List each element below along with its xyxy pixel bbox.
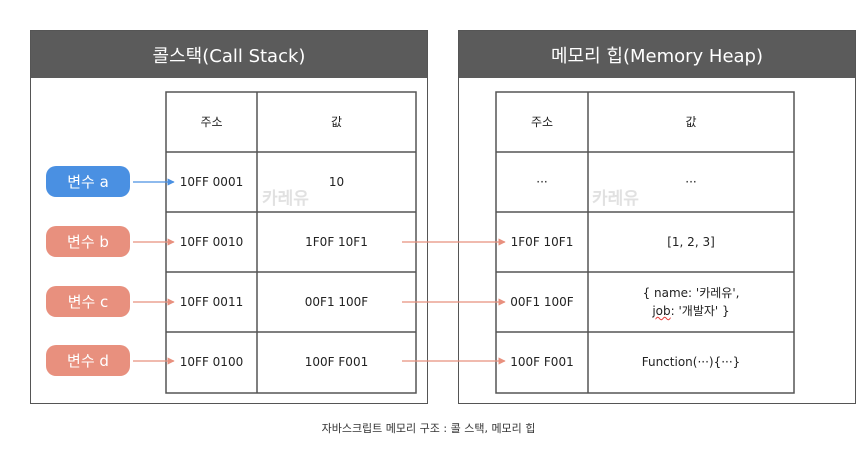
memory-heap-value-3-line2: job: '개발자' }	[652, 302, 729, 320]
job-value: : '개발자' }	[670, 304, 730, 318]
memory-heap-value-3: { name: '카레유', job: '개발자' }	[588, 272, 794, 332]
memory-heap-header-value: 값	[685, 115, 697, 129]
variable-a: 변수 a	[46, 166, 130, 197]
memory-heap-title: 메모리 힙(Memory Heap)	[459, 31, 855, 78]
job-key: job	[652, 304, 671, 318]
variable-b: 변수 b	[46, 226, 130, 257]
call-stack-address-3: 10FF 0011	[179, 295, 244, 309]
call-stack-address-4: 10FF 0100	[179, 355, 244, 369]
memory-heap-address-4: 100F F001	[510, 355, 574, 369]
figure-caption: 자바스크립트 메모리 구조 : 콜 스택, 메모리 힙	[321, 422, 536, 435]
watermark-left: 카레유	[262, 189, 309, 209]
variable-d: 변수 d	[46, 345, 130, 376]
watermark-right: 카레유	[592, 189, 639, 209]
variable-c: 변수 c	[46, 286, 130, 317]
call-stack-value-2: 1F0F 10F1	[305, 235, 368, 249]
memory-heap-value-3-line1: { name: '카레유',	[642, 286, 740, 300]
call-stack-address-1: 10FF 0001	[179, 175, 244, 189]
call-stack-header-value: 값	[330, 115, 343, 129]
call-stack-header-address: 주소	[200, 115, 223, 129]
memory-heap-value-2: [1, 2, 3]	[667, 235, 715, 249]
memory-heap-header-address: 주소	[530, 115, 554, 129]
call-stack-title: 콜스택(Call Stack)	[31, 31, 427, 78]
call-stack-value-4: 100F F001	[304, 355, 369, 369]
memory-heap-address-2: 1F0F 10F1	[510, 235, 574, 249]
memory-heap-address-3: 00F1 100F	[510, 295, 574, 309]
call-stack-value-3: 00F1 100F	[304, 295, 369, 309]
memory-heap-address-1: ···	[536, 175, 548, 189]
call-stack-address-2: 10FF 0010	[179, 235, 244, 249]
call-stack-value-1: 10	[328, 175, 345, 189]
memory-heap-value-1: ···	[685, 175, 697, 189]
memory-heap-value-4: Function(···){···}	[641, 355, 741, 369]
